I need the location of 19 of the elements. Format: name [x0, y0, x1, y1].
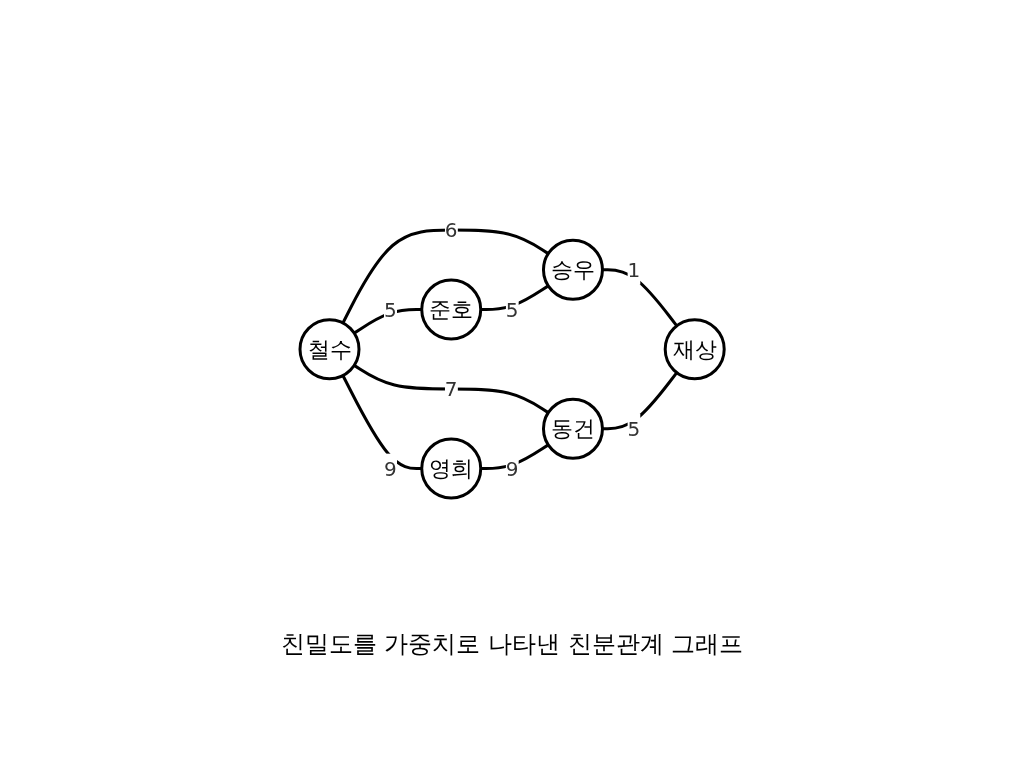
- node-circle: 준호: [420, 278, 483, 340]
- caption: 친밀도를 가중치로 나타낸 친분관계 그래프: [280, 629, 744, 660]
- edge-label: 6: [444, 217, 458, 242]
- node-circle: 영희: [420, 437, 483, 499]
- connector: [353, 363, 549, 414]
- node-circle: 승우: [541, 238, 604, 301]
- node-circle: 재상: [663, 317, 726, 380]
- connector: [602, 267, 678, 327]
- edge-label: 5: [505, 297, 519, 321]
- edge-label: 1: [627, 257, 641, 282]
- edge-label: 5: [383, 297, 397, 321]
- edge-label: 9: [383, 456, 397, 480]
- connector: [341, 374, 422, 470]
- edge-label: 7: [444, 376, 458, 401]
- edge-label: 5: [627, 416, 641, 441]
- connector: [602, 371, 678, 430]
- edge-label: 9: [505, 456, 519, 480]
- node-circle: 철수: [298, 317, 361, 380]
- node-circle: 동건: [541, 397, 604, 460]
